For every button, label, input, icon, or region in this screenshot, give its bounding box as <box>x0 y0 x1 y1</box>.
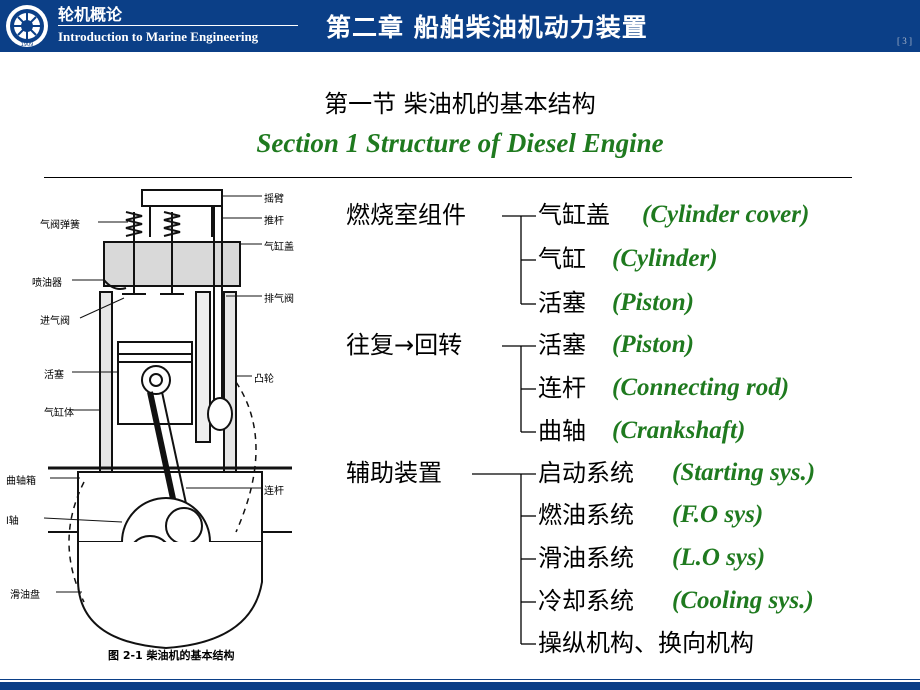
title-rule <box>44 177 852 178</box>
item-cooling-en: (Cooling sys.) <box>672 587 814 614</box>
label-piston: 活塞 <box>44 370 64 381</box>
item-piston-en: (Piston) <box>612 289 694 316</box>
valve-spring-left <box>125 211 143 237</box>
rocker-arm <box>141 189 223 207</box>
item-con-rod-en: (Connecting rod) <box>612 374 790 401</box>
header-bar: 1909 轮机概论 Introduction to Marine Enginee… <box>0 0 920 52</box>
group-combustion-chamber: 燃烧室组件 <box>346 201 466 229</box>
engine-drawing <box>43 189 292 650</box>
label-intake-valve: 进气阀 <box>40 316 70 327</box>
item-cooling-cn: 冷却系统 <box>538 587 634 615</box>
label-oil-pan: 滑油盘 <box>10 590 40 601</box>
item-lube-oil-cn: 滑油系统 <box>538 544 634 572</box>
cam-shape <box>207 397 233 431</box>
item-piston2-cn: 活塞 <box>538 331 586 359</box>
label-con-rod: 连杆 <box>264 486 284 497</box>
group-auxiliary: 辅助装置 <box>346 459 442 487</box>
course-title-en: Introduction to Marine Engineering <box>58 29 259 44</box>
oil-pan-shape <box>77 542 263 650</box>
item-cylinder-cover-en: (Cylinder cover) <box>642 201 810 228</box>
arrow-icon: → <box>394 331 415 359</box>
label-crankshaft: l轴 <box>6 516 19 527</box>
item-fuel-oil-en: (F.O sys) <box>672 501 764 528</box>
header-divider <box>58 25 298 26</box>
label-cam: 凸轮 <box>254 374 274 385</box>
label-crankcase: 曲轴箱 <box>6 476 36 487</box>
item-starting-cn: 启动系统 <box>538 459 634 487</box>
section-title-en: Section 1 Structure of Diesel Engine <box>256 128 664 158</box>
university-logo-icon: 1909 <box>6 5 48 48</box>
group-label-post: 回转 <box>414 331 463 359</box>
logo-year: 1909 <box>21 42 34 48</box>
item-crankshaft-cn: 曲轴 <box>538 417 586 445</box>
course-title-cn: 轮机概论 <box>58 5 123 24</box>
group-reciprocating-rotary: 往复→回转 <box>346 330 462 360</box>
label-injector: 喷油器 <box>32 278 62 289</box>
item-fuel-oil-cn: 燃油系统 <box>538 501 634 529</box>
item-cylinder-en: (Cylinder) <box>612 245 718 272</box>
item-con-rod-cn: 连杆 <box>538 374 586 402</box>
chapter-title: 第二章 船舶柴油机动力装置 <box>326 13 648 42</box>
item-lube-oil-en: (L.O sys) <box>672 544 766 571</box>
item-starting-en: (Starting sys.) <box>672 459 816 486</box>
item-cylinder-cn: 气缸 <box>538 245 586 273</box>
item-crankshaft-en: (Crankshaft) <box>612 417 746 444</box>
engine-diagram: 摇臂 推杆 气阀弹簧 气缸盖 喷油器 排气阀 进气阀 凸轮 活塞 气缸体 曲轴箱… <box>0 182 330 678</box>
section-title-cn: 第一节 柴油机的基本结构 <box>324 90 596 118</box>
label-push-rod: 推杆 <box>264 216 284 227</box>
footer-line <box>0 679 920 680</box>
label-rocker: 摇臂 <box>264 194 284 205</box>
valve-spring-right <box>163 211 181 237</box>
item-piston-cn: 活塞 <box>538 289 586 317</box>
page-number: [ 3 ] <box>897 36 912 46</box>
figure-caption: 图 2-1 柴油机的基本结构 <box>108 649 235 662</box>
item-cylinder-cover-cn: 气缸盖 <box>538 201 610 229</box>
label-cylinder-cover: 气缸盖 <box>264 242 294 253</box>
footer-bar <box>0 682 920 690</box>
label-valve-spring: 气阀弹簧 <box>40 220 80 231</box>
label-exhaust-valve: 排气阀 <box>264 294 294 305</box>
item-piston2-en: (Piston) <box>612 331 694 358</box>
group-label-pre: 往复 <box>346 331 394 359</box>
item-control-reversing-cn: 操纵机构、换向机构 <box>538 629 754 657</box>
label-cylinder-block: 气缸体 <box>44 408 74 419</box>
